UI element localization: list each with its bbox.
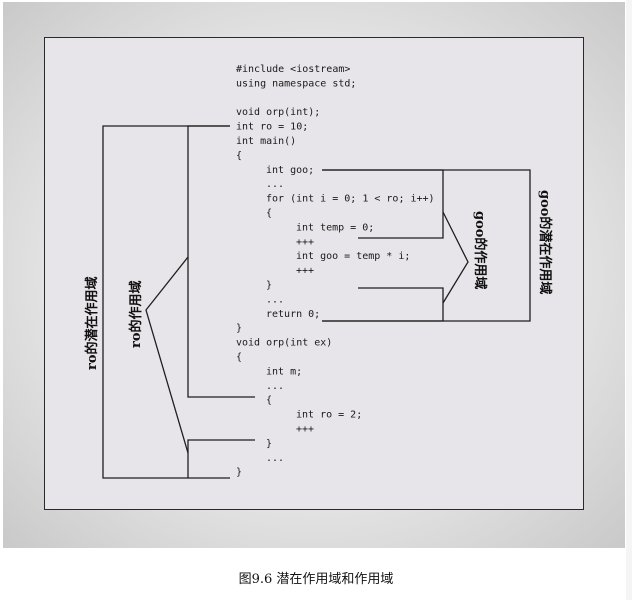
goo-potential-scope-label: goo的潜在作用域 [537, 190, 553, 294]
ro-scope-label: ro的作用域 [128, 280, 144, 348]
code-line: } [266, 438, 272, 449]
code-line: void orp(int ex) [236, 338, 332, 349]
code-line: { [266, 395, 272, 406]
code-line: +++ [296, 237, 314, 248]
code-line: using namespace std; [236, 78, 356, 89]
code-line: } [236, 467, 242, 478]
scope-diagram: #include <iostream> using namespace std; v… [84, 64, 553, 479]
code-line: { [266, 208, 272, 219]
code-line: +++ [296, 424, 314, 435]
ro-potential-scope-label: ro的潜在作用域 [84, 276, 100, 370]
code-line: #include <iostream> [236, 64, 350, 75]
code-line: +++ [296, 266, 314, 277]
ro-scope-bracket [145, 125, 230, 478]
code-line: ... [266, 453, 284, 464]
code-line: int ro = 10; [236, 122, 308, 133]
page-edge [626, 0, 632, 600]
goo-scope-label: goo的作用域 [472, 211, 488, 289]
code-line: void orp(int); [236, 107, 320, 118]
code-line: int temp = 0; [296, 222, 374, 233]
code-line: ... [266, 179, 284, 190]
ro-scope-hole-top [187, 257, 255, 398]
goo-scope-arrow [442, 211, 469, 304]
goo-scope-bracket-lower [322, 287, 444, 322]
ro-potential-scope-bracket [102, 125, 230, 479]
code-line: ... [266, 381, 284, 392]
code-line: ... [266, 294, 284, 305]
code-line: { [236, 352, 242, 363]
code-line: int main() [236, 136, 296, 147]
code-line: int m; [266, 366, 302, 377]
diagram-panel [44, 37, 584, 510]
code-line: for (int i = 0; 1 < ro; i++) [266, 194, 435, 205]
code-line: } [266, 280, 272, 291]
figure-caption: 图9.6 潜在作用域和作用域 [238, 572, 394, 587]
code-line: int goo; [266, 165, 314, 176]
code-line: int goo = temp * i; [296, 251, 410, 262]
code-line: { [236, 150, 242, 161]
goo-scope-bracket [322, 169, 444, 239]
code-block: #include <iostream> using namespace std; v… [236, 64, 435, 478]
code-line: return 0; [266, 309, 320, 320]
code-line: int ro = 2; [296, 410, 362, 421]
code-line: } [236, 323, 242, 334]
ro-scope-hole-bottom [187, 439, 255, 453]
